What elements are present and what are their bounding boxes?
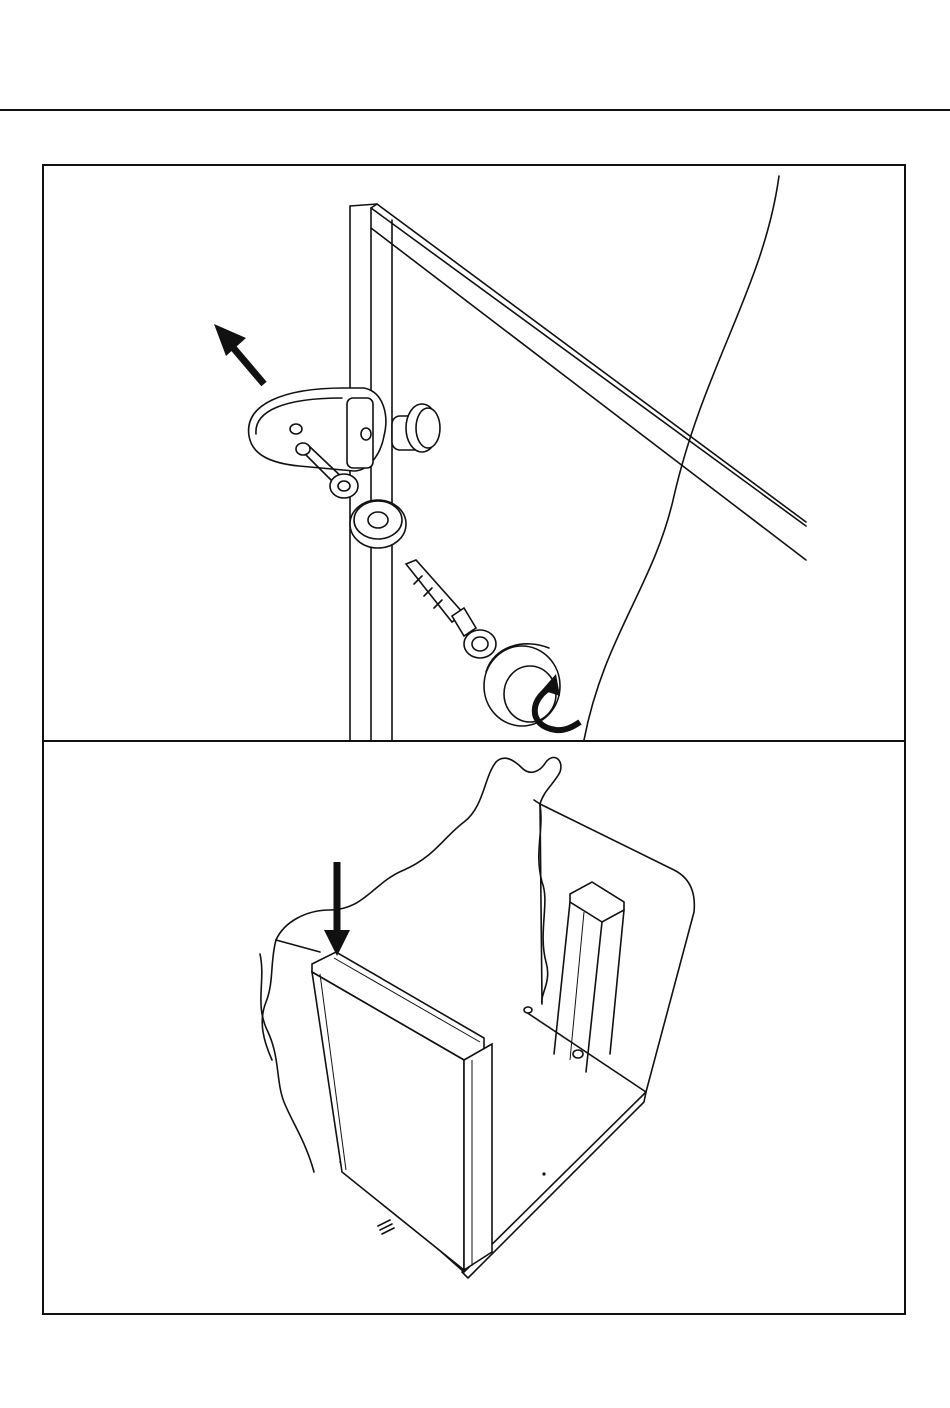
hinge-knob-diagram xyxy=(44,166,904,740)
step-illustration-top xyxy=(44,166,904,740)
door-panel xyxy=(312,952,492,1270)
door-panel-edge xyxy=(350,204,806,740)
cabinet-assembly-diagram xyxy=(44,742,904,1313)
screw-hardware xyxy=(378,1220,394,1234)
cutaway-line xyxy=(584,176,779,740)
step-illustration-bottom xyxy=(44,742,904,1313)
washer xyxy=(350,500,406,548)
cutaway-outline xyxy=(276,757,561,940)
hinge-bracket xyxy=(249,388,386,471)
rail xyxy=(554,882,624,1072)
header-rule xyxy=(0,109,950,111)
arrow-down xyxy=(324,862,350,956)
screw xyxy=(406,560,496,658)
knob xyxy=(392,404,440,452)
back-panel xyxy=(534,800,694,1092)
arrow-up-left xyxy=(214,324,264,384)
